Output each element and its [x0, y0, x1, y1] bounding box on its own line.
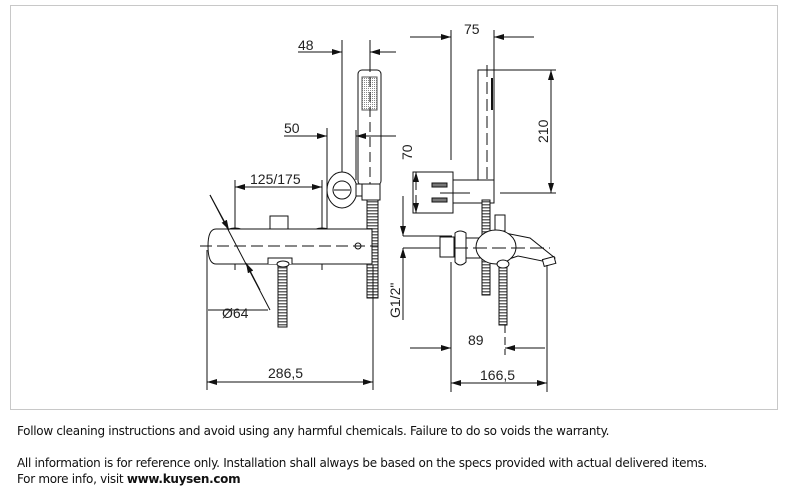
drawing-frame [10, 5, 778, 410]
website-link[interactable]: www.kuysen.com [126, 472, 241, 486]
dim-48: 48 [298, 37, 314, 53]
reference-note: All information is for reference only. I… [17, 456, 708, 470]
dim-75: 75 [464, 21, 480, 37]
more-info-line: For more info, visit www.kuysen.com [17, 472, 241, 486]
dim-286-5: 286,5 [268, 365, 303, 381]
dim-210: 210 [535, 119, 551, 143]
technical-drawing: 48 50 125/175 Ø64 286,5 G1/2" 75 210 70 … [200, 21, 557, 392]
dim-125-175: 125/175 [250, 171, 301, 187]
dim-89: 89 [468, 332, 484, 348]
dim-166-5: 166,5 [480, 367, 515, 383]
dim-diameter-64: Ø64 [222, 305, 249, 321]
side-view [400, 30, 557, 392]
more-info-text: For more info, visit [17, 472, 127, 486]
dim-50: 50 [284, 120, 300, 136]
dim-g1-2: G1/2" [387, 283, 403, 318]
front-view [200, 40, 396, 390]
cleaning-note: Follow cleaning instructions and avoid u… [17, 424, 610, 438]
dim-70: 70 [399, 144, 415, 160]
